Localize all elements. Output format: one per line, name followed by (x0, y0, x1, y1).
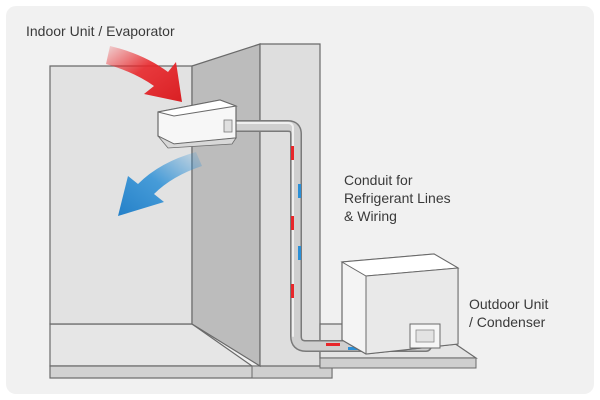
blue-arrow-icon (118, 152, 202, 216)
outdoor-unit-label: Outdoor Unit / Condenser (469, 295, 548, 331)
conduit-pipe (222, 120, 432, 352)
flow-marker-blue (348, 347, 362, 350)
conduit-label-line: Conduit for (344, 172, 413, 188)
flow-marker-red (326, 343, 340, 346)
indoor-unit (157, 99, 238, 149)
outdoor-unit (340, 253, 460, 355)
outdoor-label-line: / Condenser (469, 314, 546, 330)
outdoor-label-line: Outdoor Unit (469, 296, 549, 312)
flow-marker-blue (298, 184, 301, 198)
floor-slab (49, 323, 333, 379)
flow-marker-red (291, 284, 294, 298)
conduit-label: Conduit for Refrigerant Lines & Wiring (344, 171, 451, 225)
flow-marker-blue (298, 246, 301, 260)
conduit-label-line: & Wiring (344, 208, 397, 224)
interior-wall (49, 65, 193, 325)
flow-marker-red (291, 146, 294, 160)
diagram-frame: Indoor Unit / Evaporator Conduit for Ref… (6, 6, 594, 394)
diagram-illustration (49, 43, 478, 379)
red-arrow-icon (106, 46, 182, 102)
flow-marker-red (291, 216, 294, 230)
conduit-label-line: Refrigerant Lines (344, 190, 451, 206)
indoor-unit-label: Indoor Unit / Evaporator (26, 23, 175, 39)
